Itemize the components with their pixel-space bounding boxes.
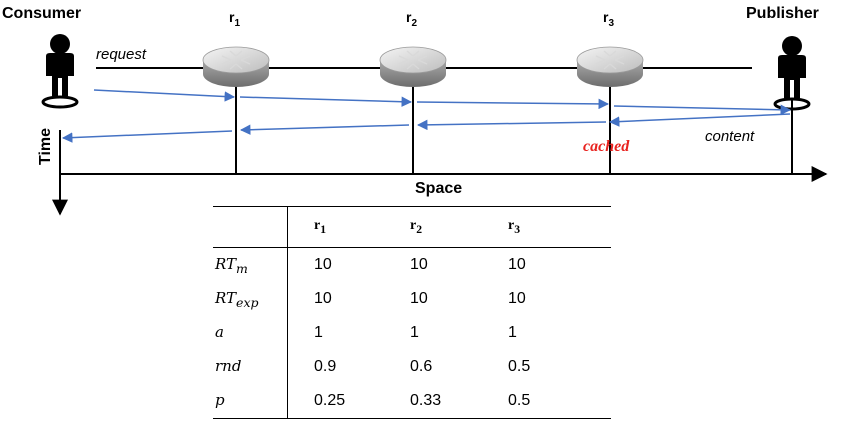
table-cell: 0.5: [508, 392, 531, 409]
request-arrow-4: [613, 104, 792, 116]
table-row: a 1 1 1: [213, 316, 611, 350]
router-r1-icon: [202, 46, 270, 88]
table-cell: 10: [314, 256, 332, 273]
cached-label: cached: [583, 138, 630, 155]
table-cell: 0.6: [410, 358, 433, 375]
row-label-rtm: RTm: [213, 247, 288, 282]
request-arrow-2: [239, 96, 413, 107]
table-row: p 0.25 0.33 0.5: [213, 384, 611, 419]
publisher-icon: [773, 34, 811, 111]
time-axis-label: Time: [37, 128, 54, 165]
table-cell: 10: [410, 290, 428, 307]
row-label-rnd: rnd: [213, 350, 288, 384]
table-cell: 0.25: [314, 392, 346, 409]
request-label: request: [96, 46, 147, 63]
router-r2-icon: [379, 46, 447, 88]
table-row: RTm 10 10 10: [213, 247, 611, 282]
table-header-r3: r3: [508, 218, 521, 236]
table-header-r2: r2: [410, 218, 423, 236]
space-axis-label: Space: [415, 180, 462, 197]
table-cell: 1: [314, 324, 323, 341]
table-cell: 1: [508, 324, 517, 341]
router-r2-label: r2: [406, 9, 417, 29]
table-cell: 10: [410, 256, 428, 273]
router-r3-label: r3: [603, 9, 614, 29]
content-arrow-4: [61, 130, 233, 143]
content-label: content: [705, 128, 755, 145]
router-r1-label: r1: [229, 9, 240, 29]
content-arrow-2: [416, 119, 607, 131]
table-row: rnd 0.9 0.6 0.5: [213, 350, 611, 384]
publisher-label: Publisher: [746, 5, 819, 22]
content-arrow-1: [608, 113, 791, 127]
content-arrow-3: [239, 124, 410, 135]
table-cell: 1: [410, 324, 419, 341]
row-label-a: a: [213, 316, 288, 350]
request-arrow-1: [93, 89, 236, 102]
request-arrow-3: [416, 98, 610, 110]
table-header-row: r1 r2 r3: [213, 206, 611, 248]
consumer-icon: [41, 32, 79, 109]
table-cell: 0.9: [314, 358, 337, 375]
row-label-rtexp: RTexp: [213, 282, 288, 316]
parameter-table: r1 r2 r3 RTm 10 10 10 RTexp 10 10 10 a 1…: [213, 206, 611, 419]
router-r3-icon: [576, 46, 644, 88]
table-row: RTexp 10 10 10: [213, 282, 611, 316]
table-cell: 10: [508, 256, 526, 273]
table-cell: 0.33: [410, 392, 442, 409]
table-header-r1: r1: [314, 218, 327, 236]
table-header-corner: [213, 206, 288, 248]
table-cell: 10: [314, 290, 332, 307]
table-cell: 0.5: [508, 358, 531, 375]
table-cell: 10: [508, 290, 526, 307]
consumer-label: Consumer: [2, 5, 81, 22]
row-label-p: p: [213, 384, 288, 419]
